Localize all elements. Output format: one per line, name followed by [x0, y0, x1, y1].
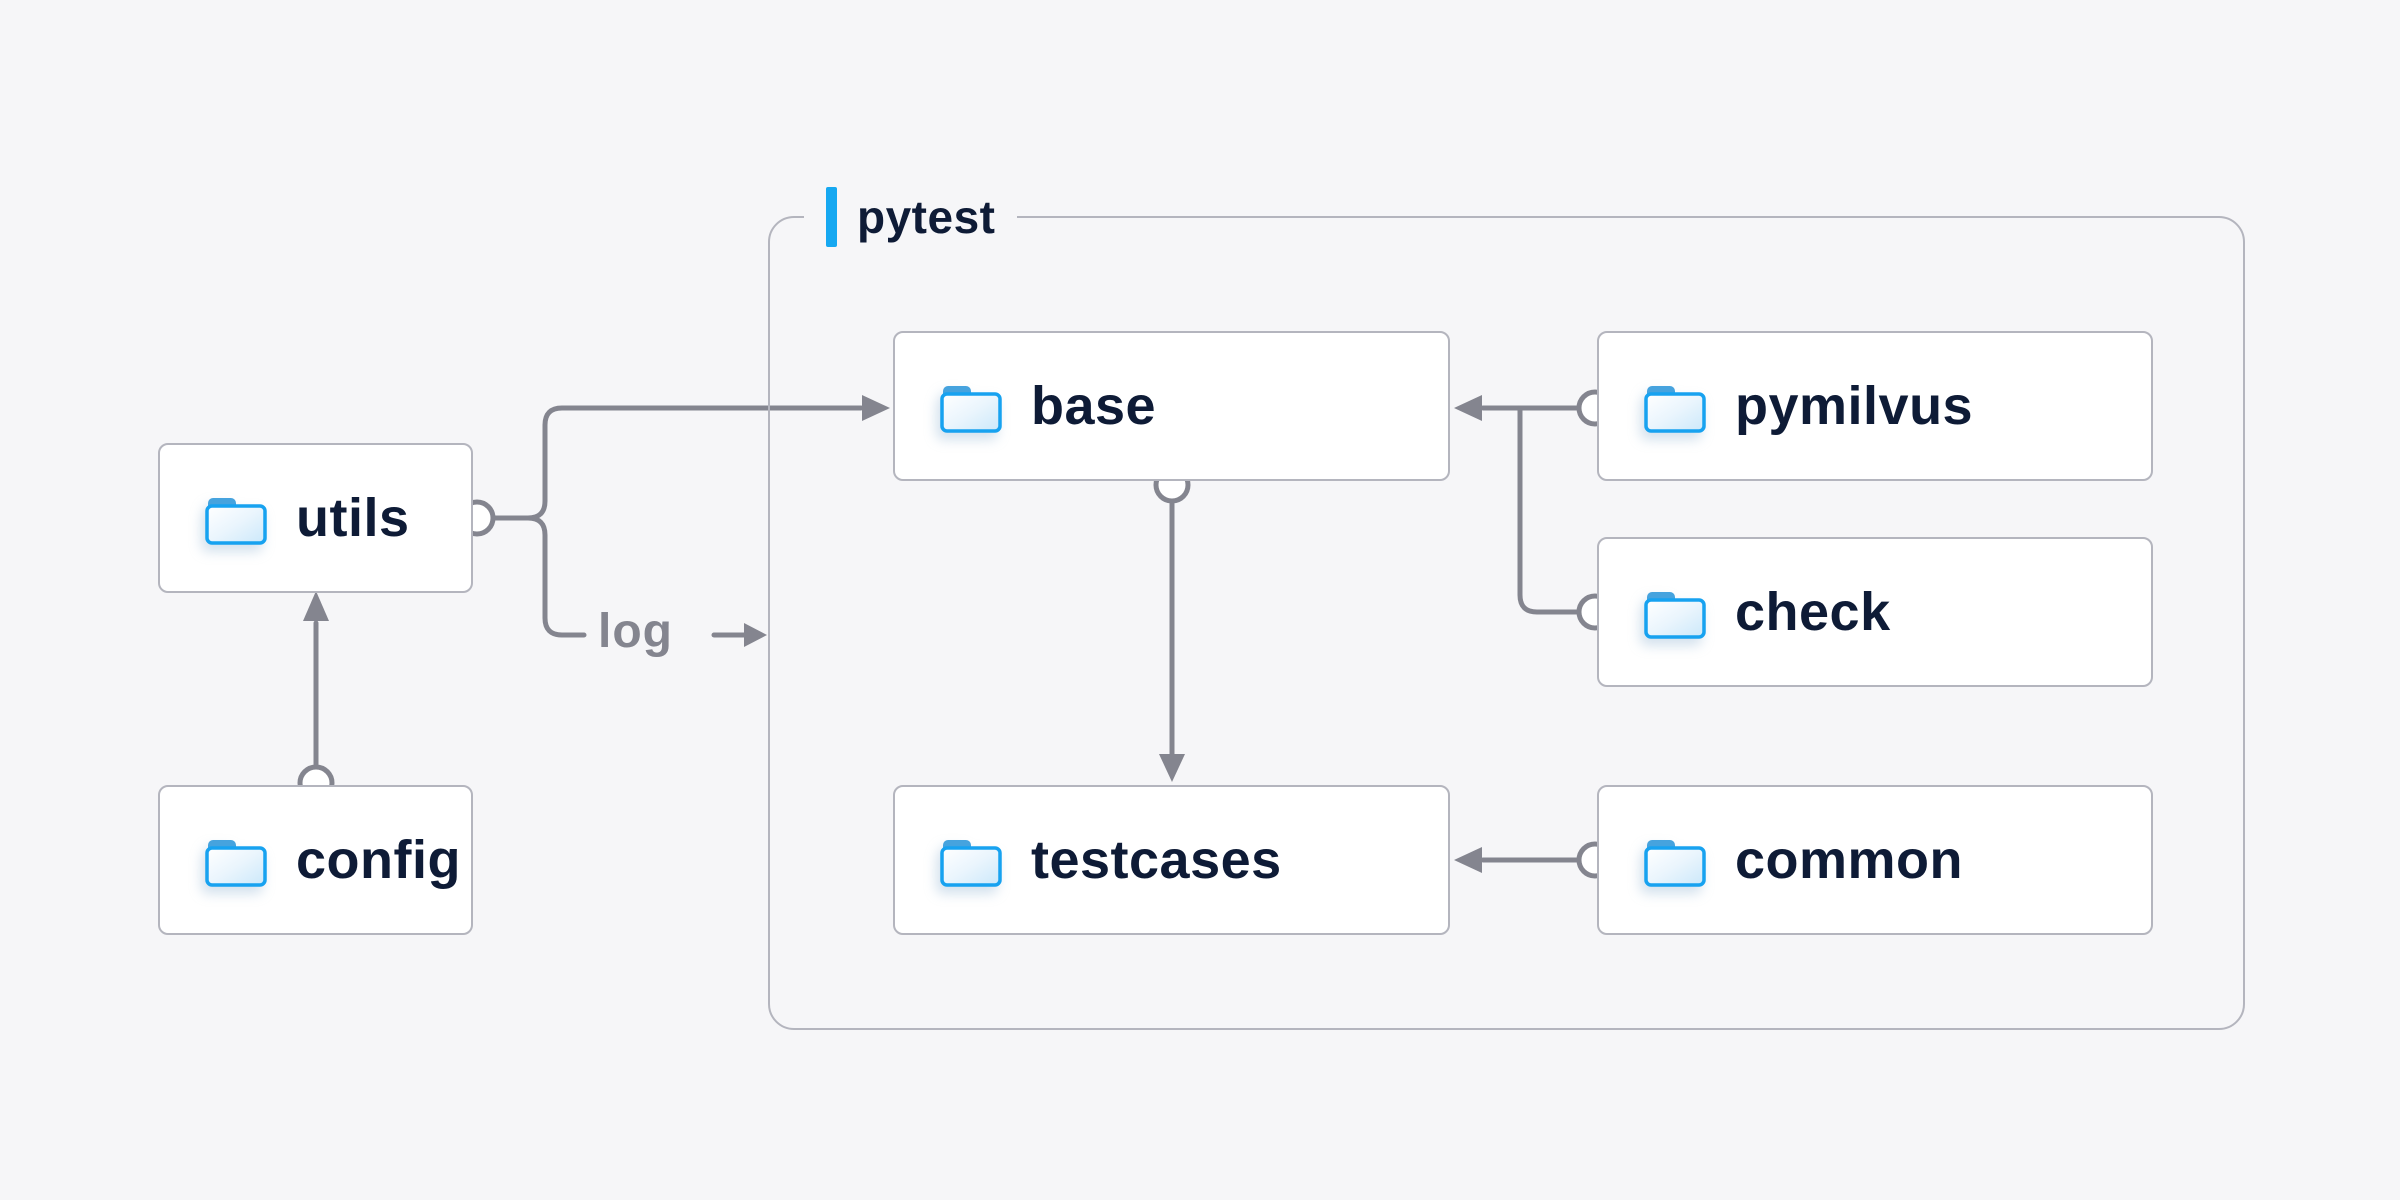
arrowhead-log [744, 623, 767, 647]
folder-icon [1643, 584, 1707, 640]
edge-label-log: log [598, 605, 673, 658]
node-label: testcases [1031, 830, 1282, 890]
group-title: pytest [857, 191, 996, 243]
node-testcases: testcases [893, 785, 1450, 935]
node-base: base [893, 331, 1450, 481]
folder-icon [1643, 832, 1707, 888]
folder-icon [204, 490, 268, 546]
folder-icon [204, 832, 268, 888]
node-label: check [1735, 582, 1891, 642]
node-label: pymilvus [1735, 376, 1974, 436]
folder-icon [1643, 378, 1707, 434]
node-config: config [158, 785, 473, 935]
group-pytest: pytest [768, 181, 2245, 1030]
folder-icon [939, 832, 1003, 888]
node-label: base [1031, 376, 1157, 436]
node-pymilvus: pymilvus [1597, 331, 2153, 481]
edge-utils-log-line [491, 515, 587, 638]
node-label: utils [296, 488, 410, 548]
folder-icon [939, 378, 1003, 434]
node-utils: utils [158, 443, 473, 593]
node-label: common [1735, 830, 1964, 890]
node-check: check [1597, 537, 2153, 687]
accent-bar [826, 187, 837, 247]
node-common: common [1597, 785, 2153, 935]
node-label: config [296, 830, 461, 890]
group-pytest-label: pytest [804, 181, 1018, 253]
arrowhead-into-utils [303, 591, 329, 621]
